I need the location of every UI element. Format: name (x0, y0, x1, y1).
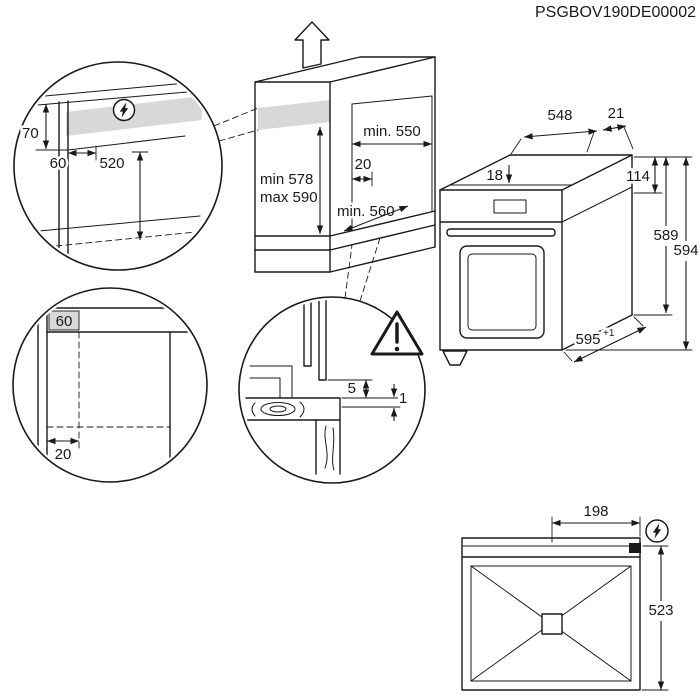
dim-oven-rear-height: 589 (653, 227, 678, 244)
up-arrow-icon (294, 21, 330, 69)
center-mark (541, 613, 563, 635)
oven-door-window (459, 245, 545, 339)
dim-topview-cable-depth: 523 (648, 602, 673, 619)
wood-grain-texture (251, 401, 335, 471)
dim-side-setback: 20 (55, 446, 72, 463)
side-detail-view: 60 20 (12, 287, 208, 483)
oven-outline (439, 154, 633, 366)
floor-detail-lines (245, 300, 341, 475)
dim-floor-vent-gap: 5 (348, 380, 356, 397)
cable-exit (629, 543, 641, 553)
power-icon (645, 519, 669, 543)
top-view-outline (461, 537, 641, 691)
warning-icon (370, 310, 424, 356)
dim-corner-top-offset: 70 (22, 125, 39, 142)
dim-niche-rear-gap: 20 (355, 156, 372, 173)
dim-corner-side-offset: 60 (50, 155, 67, 172)
dim-oven-front-height: 594 (673, 242, 698, 259)
outlet-zone-highlight-detail (66, 96, 202, 136)
dim-side-front-strip: 60 (56, 313, 73, 330)
oven-top-view: 198 523 (461, 501, 676, 691)
oven-view: 548 21 18 114 589 594 595 +1 (439, 103, 700, 366)
oven-display (493, 199, 527, 214)
cabinet-niche-view: min. 550 20 min 578 max 590 min. 560 (254, 21, 436, 273)
dim-niche-width: min. 550 (363, 123, 421, 140)
dim-niche-height-min: min 578 (260, 171, 313, 188)
cabinet-outline (254, 56, 436, 273)
oven-handle (446, 228, 556, 237)
dim-niche-depth: min. 560 (337, 203, 395, 220)
dim-topview-cable-offset: 198 (583, 503, 608, 520)
dim-corner-lower-zone: 520 (99, 155, 124, 172)
front-strip-highlight (48, 310, 80, 331)
floor-detail-view: 5 1 (238, 296, 426, 484)
dim-niche-height-max: max 590 (260, 189, 318, 206)
dim-oven-door-depth: 21 (608, 105, 625, 122)
leader-lines (213, 107, 381, 302)
dim-floor-edge-gap: 1 (399, 390, 407, 407)
dim-oven-panel-height: 114 (626, 168, 650, 185)
dim-oven-width-tolerance: +1 (603, 328, 615, 339)
outlet-zone-highlight (258, 100, 330, 130)
dim-oven-body-depth: 548 (547, 107, 572, 124)
part-number: PSGBOV190DE00002 (535, 4, 696, 21)
oven-foot (442, 350, 468, 366)
dim-oven-top-trim: 18 (486, 167, 503, 184)
power-icon (112, 98, 136, 122)
corner-detail-view: 70 60 520 (13, 61, 223, 271)
dim-oven-width: 595 (575, 331, 600, 348)
